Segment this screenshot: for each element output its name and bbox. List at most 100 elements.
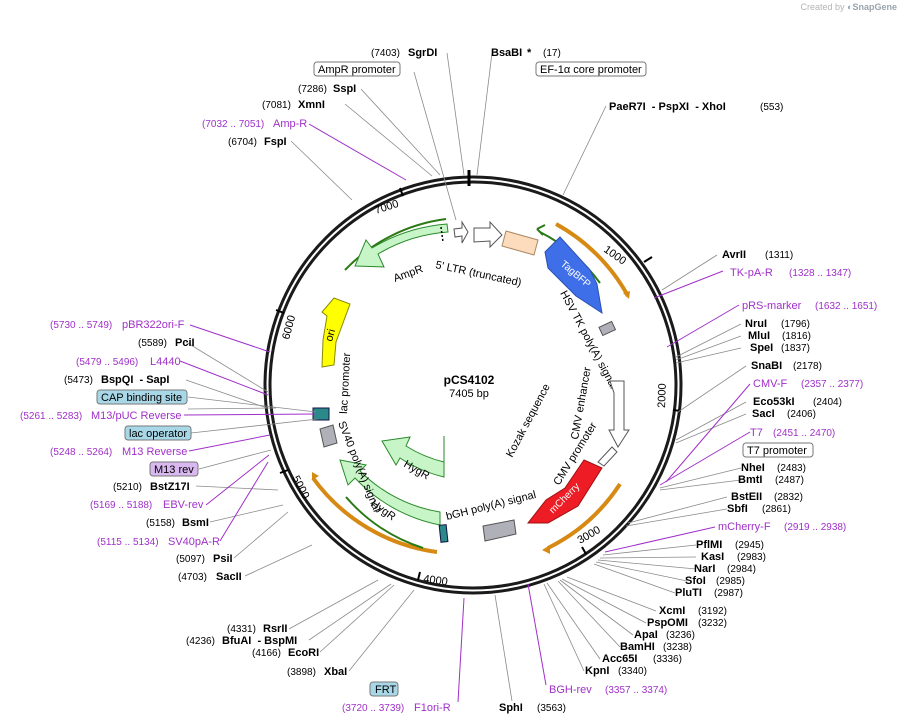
primer-pos-bgh-rev: (3357 .. 3374) (605, 685, 667, 696)
site-pos-apai: (3236) (666, 630, 695, 641)
site-pos-xhoi-group: (553) (760, 102, 783, 113)
feature-label-bgh-polya: bGH poly(A) signal (445, 489, 537, 523)
feature-hsv-tk-box (598, 320, 617, 337)
site-pos-rsrii: (4331) (227, 624, 256, 635)
primer-name-f1ori-r: F1ori-R (414, 702, 451, 714)
primer-pos-m13-puc-reverse: (5261 .. 5283) (20, 411, 82, 422)
site-name-rsrii: RsrII (263, 623, 287, 635)
site-pos-nari: (2984) (727, 564, 756, 575)
primer-pos-mcherry-f: (2919 .. 2938) (784, 522, 846, 533)
feature-ori (321, 297, 351, 368)
plasmid-size: 7405 bp (449, 388, 489, 400)
site-name-fspi: FspI (264, 136, 287, 148)
primer-name-t7: T7 (750, 427, 763, 439)
site-name-sphi: SphI (499, 702, 523, 714)
feature-frt-box (438, 524, 449, 543)
site-pos-sgrdi: (7403) (371, 48, 400, 59)
feature-label-ori: ori (323, 328, 338, 343)
site-pos-eco53ki: (2404) (813, 397, 842, 408)
site-pos-sapi: (5473) (64, 375, 93, 386)
site-pos-nrui: (1796) (781, 319, 810, 330)
site-name-mlui: MluI (748, 330, 770, 342)
site-name-sapi: BspQI - SapI (101, 374, 169, 386)
snapgene-logo-icon: ◐ (847, 2, 853, 12)
site-name-pluti: PluTI (675, 587, 702, 599)
site-name-nrui: NruI (745, 318, 767, 330)
site-name-xcmi: XcmI (659, 605, 685, 617)
site-pos-sfoi: (2985) (716, 576, 745, 587)
site-pos-avrii: (1311) (765, 250, 793, 261)
tick-label-4000: 4000 (423, 573, 449, 588)
site-pos-bstz17i: (5210) (113, 482, 142, 493)
site-name-xmni: XmnI (298, 99, 325, 111)
site-name-xbai: XbaI (324, 666, 347, 678)
site-name-nhei: NheI (741, 462, 765, 474)
site-pos-mlui: (1816) (782, 331, 811, 342)
primer-name-m13-reverse: M13 Reverse (122, 446, 187, 458)
site-pos-saci: (2406) (787, 409, 816, 420)
site-name-bstz17i: BstZ17I (150, 481, 190, 493)
site-pos-acc65i: (3336) (653, 654, 682, 665)
site-name-sfoi: SfoI (685, 575, 706, 587)
primer-pos-tk-pa-r: (1328 .. 1347) (789, 268, 851, 279)
feature-label-ampr: AmpR (392, 263, 425, 285)
snapgene-credit: Created by ◐SnapGene (801, 2, 898, 12)
boxed-feature-frt (369, 681, 399, 697)
site-name-sbfi: SbfI (727, 503, 748, 515)
boxed-feature-lac-operator (124, 425, 192, 441)
site-pos-sacii: (4703) (178, 572, 207, 583)
boxed-label-m13-rev: M13 rev (154, 464, 194, 476)
arrowhead-tagbfp-arc (623, 291, 630, 299)
feature-cmv-promoter-arrow (597, 446, 618, 467)
primer-pos-amp-r: (7032 .. 7051) (202, 119, 264, 130)
site-pos-bmti: (2487) (775, 475, 804, 486)
site-name-kpni: KpnI (585, 665, 609, 677)
boxed-label-cap-binding-site: CAP binding site (101, 392, 182, 404)
feature-ampr (354, 223, 449, 268)
site-pos-xmni: (7081) (262, 100, 291, 111)
site-name-pspomi: PspOMI (647, 617, 688, 629)
primer-name-amp-r: Amp-R (273, 118, 307, 130)
primer-name-bgh-rev: BGH-rev (549, 684, 592, 696)
site-pos-kasi: (2983) (737, 552, 766, 563)
site-name-nari: NarI (694, 563, 715, 575)
boxed-label-frt: FRT (375, 684, 396, 696)
feature-hygr-inner (381, 436, 445, 478)
site-name-sspi: SspI (333, 83, 356, 95)
site-name-avrii: AvrII (722, 249, 746, 261)
site-pos-pspomi: (3232) (698, 618, 727, 629)
site-pos-xbai: (3898) (287, 667, 316, 678)
primer-leader-lines (179, 123, 751, 703)
boxed-label-t7-promoter: T7 promoter (747, 445, 807, 457)
feature-5ltr-part1 (453, 220, 469, 244)
site-name-acc65i: Acc65I (602, 653, 637, 665)
tick-label-2000: 2000 (656, 383, 669, 408)
site-pos-pflmi: (2945) (735, 540, 764, 551)
primer-pos-prs-marker: (1632 .. 1651) (815, 301, 877, 312)
feature-sv40-polya (319, 424, 338, 448)
site-pos-bsmi: (5158) (146, 518, 175, 529)
primer-name-mcherry-f: mCherry-F (718, 521, 771, 533)
boxed-label-lac-operator: lac operator (129, 428, 187, 440)
primer-name-l4440: L4440 (150, 356, 181, 368)
site-name-eco53ki: Eco53kI (753, 396, 795, 408)
boxed-feature-t7-promoter (742, 442, 814, 458)
site-pos-snabi: (2178) (793, 361, 822, 372)
site-name-xhoi-group: PaeR7I - PspXI - XhoI (609, 101, 726, 113)
site-name-psii: PsiI (213, 553, 233, 565)
site-name-bamhi: BamHI (620, 641, 655, 653)
boxed-feature-m13-rev (149, 461, 199, 477)
site-pos-sphi: (3563) (537, 703, 566, 714)
primer-pos-cmv-f: (2357 .. 2377) (801, 379, 863, 390)
site-pos-ecori: (4166) (252, 648, 281, 659)
site-pos-psii: (5097) (176, 554, 205, 565)
boxed-label-ef1a: EF-1α core promoter (540, 64, 642, 76)
site-name-bsteii: BstEII (731, 491, 762, 503)
feature-cmv-enhancer (608, 380, 630, 448)
site-name-snabi: SnaBI (751, 360, 782, 372)
site-pos-pluti: (2987) (714, 588, 743, 599)
site-pos-bspmi: (4236) (186, 636, 215, 647)
site-pos-bamhi: (3238) (663, 642, 692, 653)
boxed-feature-ef1a (535, 61, 647, 77)
